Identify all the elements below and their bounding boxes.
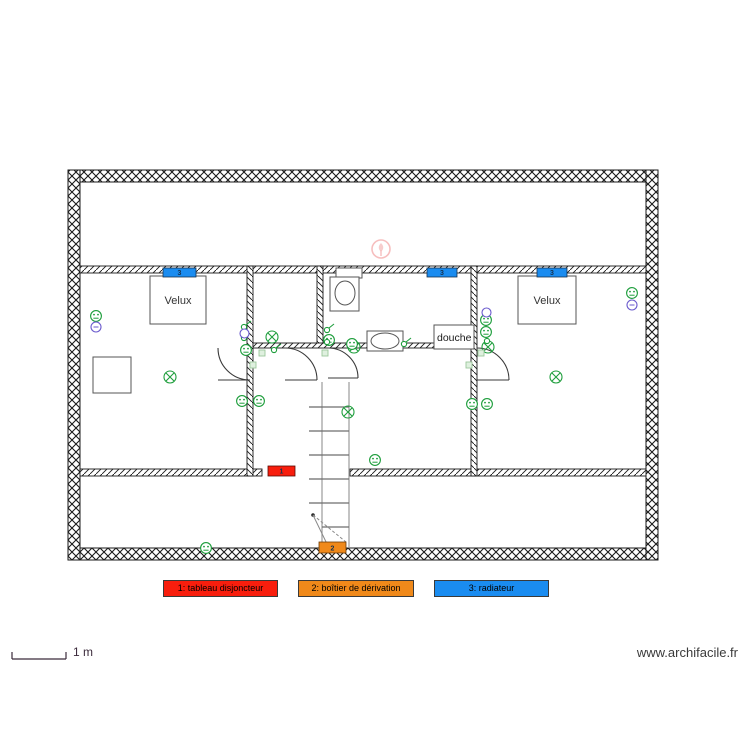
network-socket-icon [90, 321, 102, 333]
violet-sockets[interactable] [90, 299, 638, 339]
wall-sockets[interactable] [90, 287, 638, 554]
smoke-detector-icon [371, 239, 391, 259]
scale-bar-label: 1 m [73, 645, 94, 659]
junction-box[interactable]: 2 [318, 541, 347, 554]
toilet-fixture [329, 267, 363, 312]
exterior-walls [67, 169, 659, 561]
breaker-number: 1 [280, 469, 284, 476]
switch-icon [323, 338, 331, 346]
ceiling-light-icon [163, 370, 177, 384]
socket-icon [481, 398, 493, 410]
velux-right-box: Velux [517, 275, 577, 325]
switch-icon [483, 337, 491, 345]
socket-icon [240, 344, 252, 356]
socket-icon [369, 454, 381, 466]
switch-icon [323, 323, 335, 334]
radiator-left[interactable]: 3 [162, 267, 197, 278]
socket-icon [626, 287, 638, 299]
legend-item-radiator[interactable]: 3: radiateur [434, 580, 549, 597]
floor-box-icon [477, 349, 485, 357]
floor-box-icon [465, 361, 473, 369]
breaker-panel[interactable]: 1 [267, 465, 296, 477]
radiator-middle[interactable]: 3 [426, 267, 458, 278]
velux-right-label: Velux [534, 295, 561, 307]
closet-box-left [92, 356, 132, 394]
floor-box-icon [249, 361, 257, 369]
legend-item-junction-box[interactable]: 2: boîtier de dérivation [298, 580, 414, 597]
watermark-url: www.archifacile.fr [636, 645, 738, 660]
scale-bar: 1 m [10, 645, 170, 669]
socket-icon [466, 398, 478, 410]
radiator-left-number: 3 [178, 270, 182, 277]
radiator-right-number: 3 [550, 270, 554, 277]
sink-fixture [366, 330, 404, 352]
junction-number: 2 [331, 546, 335, 553]
scale-bar-graphic [11, 652, 67, 660]
legend-item-breaker[interactable]: 1: tableau disjoncteur [163, 580, 278, 597]
ceiling-light-icon [549, 370, 563, 384]
network-socket-icon [481, 307, 492, 318]
shower-box: douche [433, 324, 475, 350]
shower-label: douche [437, 332, 472, 344]
floor-boxes[interactable] [249, 349, 485, 369]
socket-icon [236, 395, 248, 407]
socket-icon [480, 314, 492, 326]
switch-icon [400, 337, 412, 348]
socket-icon [480, 326, 492, 338]
interior-walls [79, 265, 647, 477]
network-socket-icon [626, 299, 638, 311]
floor-box-icon [258, 349, 266, 357]
staircase [309, 382, 350, 548]
floor-box-icon [321, 349, 329, 357]
velux-left-box: Velux [149, 275, 207, 325]
ceiling-light-icon [341, 405, 355, 419]
ceiling-light-icon [265, 330, 279, 344]
radiator-right[interactable]: 3 [536, 267, 568, 278]
switch-icon [270, 343, 282, 354]
radiator-middle-number: 3 [440, 270, 444, 277]
socket-icon [90, 310, 102, 322]
legend: 1: tableau disjoncteur 2: boîtier de dér… [0, 580, 750, 606]
wall-switches[interactable] [240, 320, 491, 354]
velux-left-label: Velux [165, 295, 192, 307]
socket-icon [253, 395, 265, 407]
network-socket-icon [239, 328, 250, 339]
socket-icon [200, 542, 212, 554]
socket-icon [346, 338, 358, 350]
